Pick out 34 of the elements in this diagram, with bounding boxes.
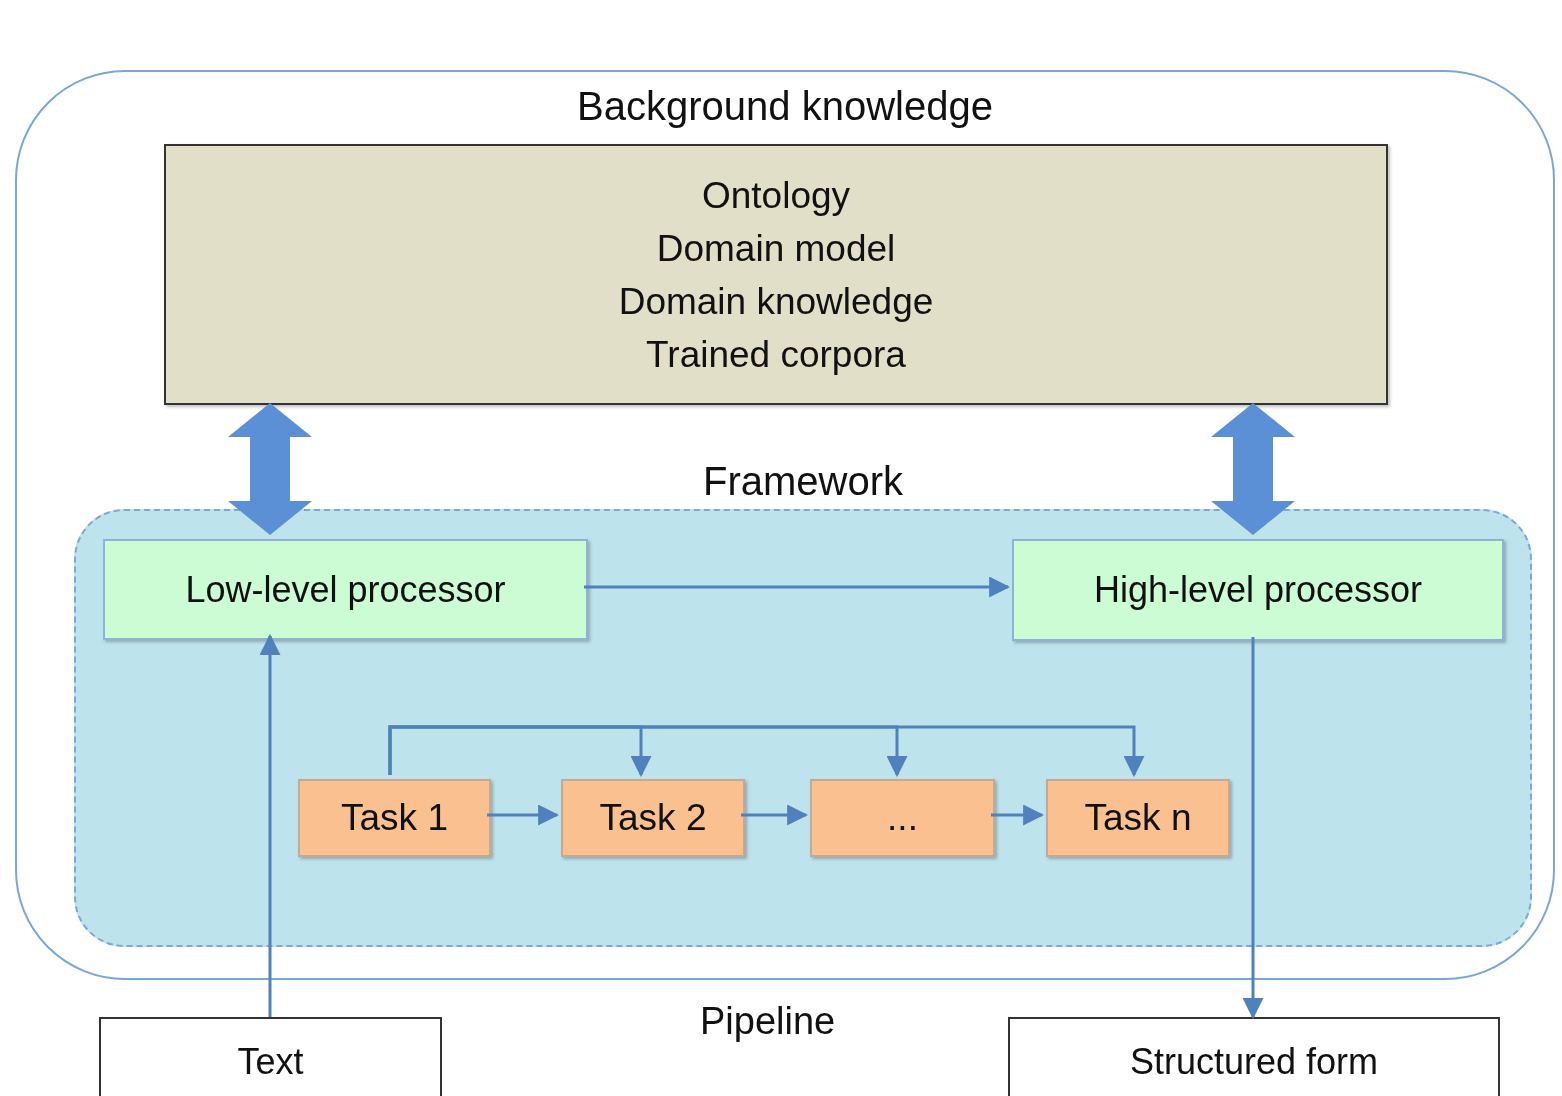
node-text: Domain knowledge	[617, 279, 935, 324]
node-text: Ontology	[700, 173, 852, 218]
double-block-arrow	[228, 403, 312, 535]
arrow	[741, 804, 809, 826]
node-text: Task 1	[340, 796, 449, 840]
arrow	[388, 725, 1145, 778]
processor-box	[1012, 539, 1504, 641]
task-box	[298, 779, 491, 857]
node-text: Domain model	[655, 226, 897, 271]
node-text: Structured form	[1128, 1040, 1380, 1084]
arrow	[991, 804, 1045, 826]
output-box	[1008, 1017, 1500, 1096]
task-box	[810, 779, 995, 857]
arrow	[487, 804, 560, 826]
node-text: Text	[236, 1040, 305, 1084]
node-text: Task n	[1083, 796, 1193, 840]
pipeline-label: Pipeline	[700, 1000, 836, 1043]
node-text: Trained corpora	[645, 332, 907, 377]
input-box	[99, 1017, 442, 1096]
node-text: High-level processor	[1092, 568, 1424, 612]
double-block-arrow	[1211, 403, 1295, 535]
task-box	[1046, 779, 1230, 857]
knowledge-box	[164, 144, 1388, 405]
container-heading: Background knowledge	[576, 84, 994, 129]
arrow	[1242, 637, 1264, 1020]
node-text: Task 2	[598, 796, 708, 840]
rounded-container	[15, 70, 1555, 980]
arrow	[584, 576, 1011, 598]
arrow	[259, 633, 281, 1017]
task-box	[561, 779, 745, 857]
node-text: Low-level processor	[184, 568, 507, 612]
processor-box	[103, 539, 588, 640]
node-text: ...	[886, 796, 919, 840]
region-heading: Framework	[702, 459, 904, 504]
